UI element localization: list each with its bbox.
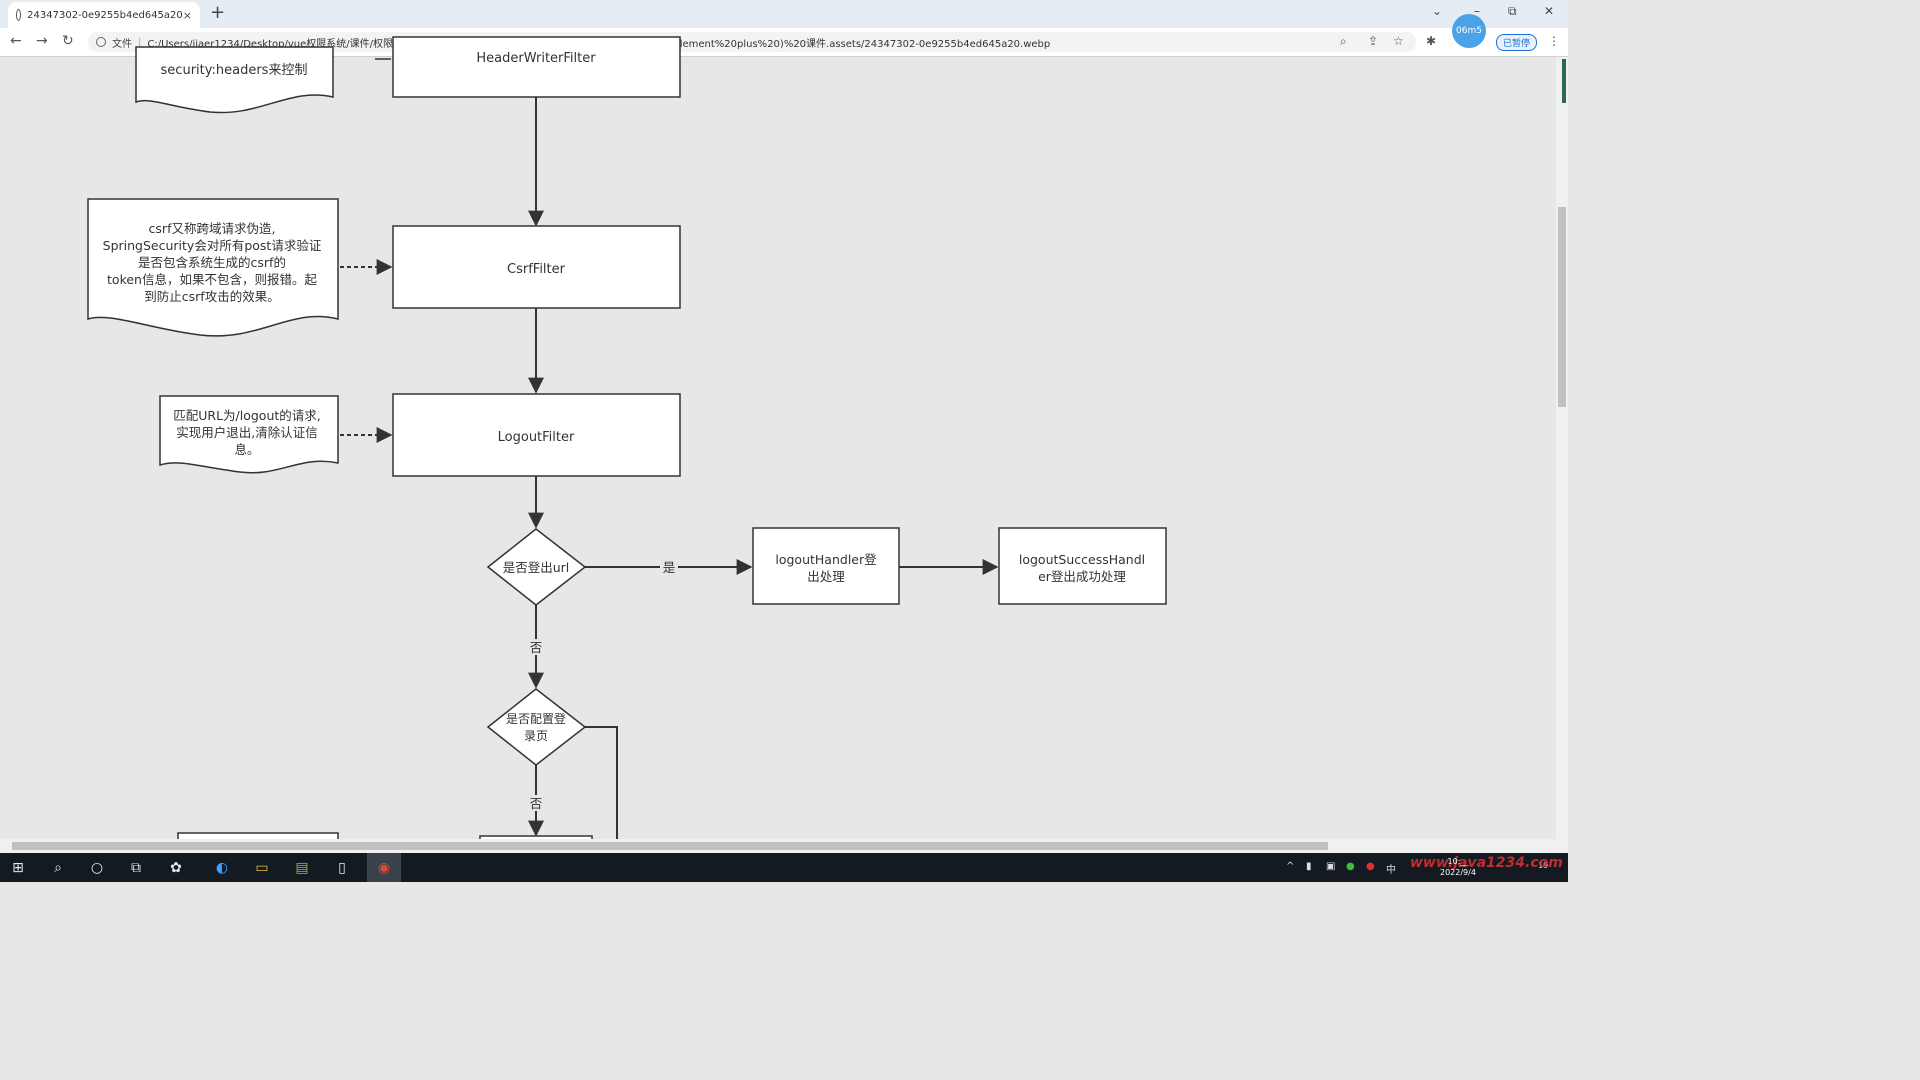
globe-icon (16, 9, 22, 21)
top-note-text: security:headers来控制 (161, 63, 308, 78)
reload-button[interactable]: ↻ (62, 33, 74, 49)
tray-network-icon[interactable]: ▮ (1306, 861, 1312, 872)
windows-taskbar: ⊞ ⌕ ○ ⧉ ✿ ◐ ▭ ▤ ▯ ◉ ^ ▮ ▣ ● ● 中 19 (0, 853, 1568, 882)
csrf-note-line-3: 是否包含系统生成的csrf的 (138, 255, 286, 270)
sync-paused-badge[interactable]: 已暂停 (1496, 34, 1538, 51)
tray-app-icon[interactable]: ▣ (1326, 861, 1336, 872)
logout-filter-node: LogoutFilter (392, 393, 681, 477)
site-watermark: www.java1234.com (1410, 855, 1563, 871)
task-view-icon[interactable]: ⧉ (131, 860, 141, 876)
app-icon[interactable]: ✿ (170, 860, 182, 876)
windows-start-icon[interactable]: ⊞ (12, 860, 24, 876)
csrf-filter-node: CsrfFilter (392, 225, 681, 309)
close-window-button[interactable]: ✕ (1544, 4, 1555, 18)
notepad-icon[interactable]: ▤ (295, 860, 309, 876)
share-icon[interactable]: ⇪ (1368, 34, 1379, 48)
logout-note-shape: 匹配URL为/logout的请求, 实现用户退出,清除认证信 息。 (159, 395, 339, 474)
logout-success-handler-line-2: er登出成功处理 (1038, 569, 1126, 584)
header-writer-filter-label: HeaderWriterFilter (476, 51, 596, 66)
csrf-note-line-4: token信息，如果不包含，则报错。起 (107, 272, 317, 287)
clock-date: 2022/9/4 (1440, 868, 1476, 877)
decision-login-page-node: 是否配置登 录页 (486, 688, 587, 766)
edge-browser-icon[interactable]: ◐ (215, 860, 229, 876)
decision-login-page-line-1: 是否配置登 (506, 711, 566, 726)
decision-logout-url-label: 是否登出url (503, 560, 570, 575)
chrome-browser-icon[interactable]: ◉ (367, 853, 401, 882)
document-app-icon[interactable]: ▯ (338, 860, 346, 876)
decision-login-page-line-2: 录页 (524, 729, 548, 743)
logout-note-line-2: 实现用户退出,清除认证信 (176, 425, 317, 440)
minimize-button[interactable]: – (1474, 4, 1480, 18)
csrf-note-line-5: 到防止csrf攻击的效果。 (144, 289, 279, 304)
logout-handler-node: logoutHandler登 出处理 (752, 527, 900, 605)
address-scheme: 文件 (112, 38, 132, 50)
horizontal-scrollbar[interactable] (0, 839, 1568, 853)
header-writer-filter-node: HeaderWriterFilter (392, 36, 681, 98)
edge-login-page-yes (585, 726, 618, 839)
logout-filter-label: LogoutFilter (498, 430, 575, 445)
csrf-note-line-1: csrf又称跨域请求伪造, (149, 221, 276, 236)
taskbar-clock[interactable]: 10:__ 2022/9/4 (1440, 856, 1476, 878)
browser-tab[interactable]: 24347302-0e9255b4ed645a20 × (8, 2, 200, 28)
yes-edge-label: 是 (663, 560, 676, 575)
tray-wechat-icon[interactable]: ● (1346, 861, 1355, 872)
back-button[interactable]: ← (10, 33, 22, 49)
no-edge-label-2: 否 (530, 796, 543, 811)
logout-success-handler-node: logoutSuccessHandl er登出成功处理 (998, 527, 1167, 605)
logout-handler-line-1: logoutHandler登 (775, 552, 877, 567)
vertical-scrollbar[interactable] (1556, 57, 1568, 839)
tray-antivirus-icon[interactable]: ● (1366, 861, 1375, 872)
tray-chevron-icon[interactable]: ^ (1286, 861, 1295, 872)
csrf-filter-label: CsrfFilter (507, 262, 566, 277)
logout-handler-line-2: 出处理 (807, 569, 845, 584)
zoom-icon[interactable]: ⌕ (1340, 34, 1347, 48)
tab-search-chevron-icon[interactable]: ⌄ (1432, 4, 1443, 18)
top-note-shape: security:headers来控制 (135, 46, 334, 114)
decision-logout-url-node: 是否登出url (486, 528, 587, 606)
notification-count-badge[interactable]: 19 (1538, 861, 1549, 870)
logout-note-line-3: 息。 (234, 442, 259, 457)
profile-avatar[interactable]: 06m5 (1452, 14, 1486, 48)
new-tab-button[interactable]: + (210, 2, 226, 23)
restore-button[interactable]: ⧉ (1508, 4, 1517, 18)
vertical-scroll-thumb[interactable] (1558, 207, 1566, 407)
extensions-puzzle-icon[interactable]: ✱ (1426, 34, 1437, 48)
tab-close-button[interactable]: × (182, 8, 192, 22)
search-icon[interactable]: ⌕ (54, 860, 62, 876)
csrf-note-shape: csrf又称跨域请求伪造, SpringSecurity会对所有post请求验证… (87, 198, 339, 337)
tab-title: 24347302-0e9255b4ed645a20 (27, 9, 183, 21)
no-edge-label: 否 (530, 640, 543, 655)
logout-success-handler-line-1: logoutSuccessHandl (1019, 552, 1145, 567)
page-viewport: security:headers来控制 HeaderWriterFilter c… (0, 36, 1556, 857)
flowchart-diagram: security:headers来控制 HeaderWriterFilter c… (87, 36, 1167, 857)
forward-button[interactable]: → (36, 33, 48, 49)
clock-time: 10:__ (1447, 857, 1469, 866)
csrf-note-line-2: SpringSecurity会对所有post请求验证 (103, 238, 322, 253)
horizontal-scroll-thumb[interactable] (12, 842, 1328, 850)
tab-strip: 24347302-0e9255b4ed645a20 × + ⌄ – ⧉ ✕ (0, 0, 1568, 28)
ime-indicator[interactable]: 中 (1386, 865, 1396, 876)
cortana-icon[interactable]: ○ (90, 860, 104, 876)
file-explorer-icon[interactable]: ▭ (255, 860, 269, 876)
site-info-icon[interactable] (96, 37, 106, 47)
browser-menu-icon[interactable]: ⋮ (1548, 34, 1560, 48)
logout-note-line-1: 匹配URL为/logout的请求, (173, 408, 321, 423)
bookmark-star-icon[interactable]: ☆ (1393, 34, 1404, 48)
